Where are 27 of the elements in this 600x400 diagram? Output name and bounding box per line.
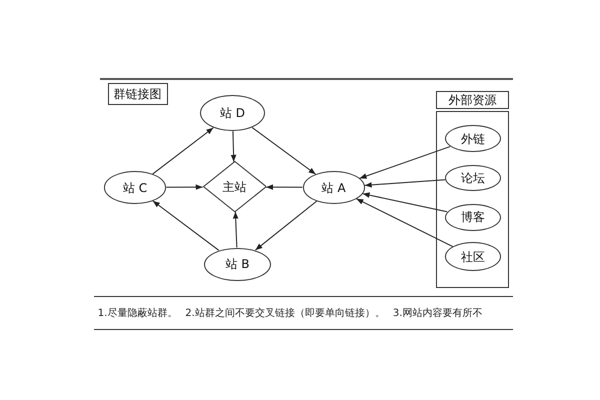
note-text: 2.站群之间不要交叉链接（即要单向链接）。	[185, 306, 385, 320]
arrow	[359, 146, 451, 179]
source-ellipse: 论坛	[444, 164, 501, 191]
arrow	[364, 179, 446, 188]
arrow	[362, 192, 448, 212]
arrow	[230, 130, 236, 162]
site-ellipse: 站 A	[302, 171, 365, 204]
site-ellipse: 站 B	[204, 248, 272, 282]
arrow	[152, 127, 214, 175]
source-ellipse: 博客	[444, 204, 501, 231]
resource-panel	[436, 111, 509, 288]
arrow	[266, 184, 303, 190]
site-ellipse: 站 C	[104, 171, 166, 204]
arrow	[254, 200, 318, 251]
arrow	[356, 198, 454, 248]
arrow	[232, 211, 238, 248]
note-text: 3.网站内容要有所不	[392, 306, 482, 320]
title-box: 群链接图	[108, 82, 168, 105]
arrow	[252, 127, 316, 175]
note-text: 1.尽量隐蔽站群。	[98, 306, 178, 320]
header-box: 外部资源	[436, 91, 509, 109]
source-ellipse: 外链	[444, 124, 501, 152]
site-ellipse: 站 D	[200, 95, 265, 132]
source-ellipse: 社区	[444, 242, 501, 271]
arrow	[152, 200, 220, 251]
arrow	[166, 184, 204, 190]
main-site-diamond: 主站	[202, 161, 266, 212]
